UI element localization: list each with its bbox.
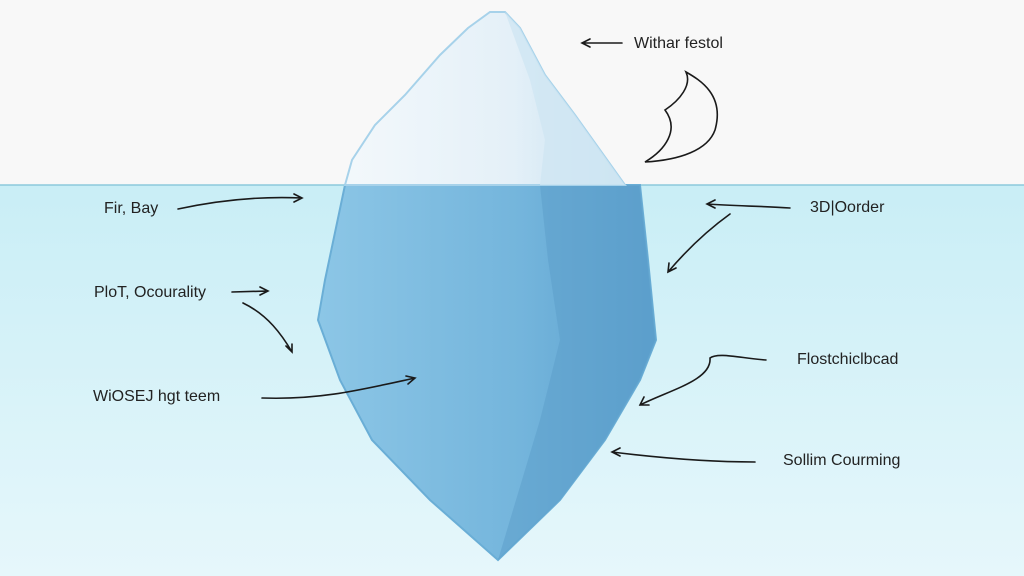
label-fir-bay: Fir, Bay: [104, 200, 159, 217]
arrow-wiosej: [261, 375, 417, 400]
arrow-sollim: [610, 447, 756, 463]
arrow-order: [705, 199, 791, 209]
label-wiosej: WiOSEJ hgt teem: [93, 388, 221, 405]
arrow-fir-bay: [177, 193, 304, 210]
arrow-flost: [638, 354, 767, 406]
iceberg-shadow: [498, 185, 656, 560]
curl-shape: [644, 70, 718, 163]
arrow-plot: [231, 286, 270, 296]
arrow-order-curve: [667, 213, 731, 274]
label-sollim: Sollim Courming: [783, 452, 901, 469]
label-plot: PloT, Ocourality: [94, 284, 207, 301]
label-flost: Flostchiclbcad: [797, 351, 899, 368]
arrow-plot-curve: [242, 302, 293, 354]
arrows: [177, 38, 791, 463]
label-withar-festol: Withar festol: [634, 35, 723, 52]
iceberg-tip-shadow: [505, 12, 625, 185]
label-order: 3D|Oorder: [810, 199, 885, 216]
arrow-top: [580, 38, 623, 48]
